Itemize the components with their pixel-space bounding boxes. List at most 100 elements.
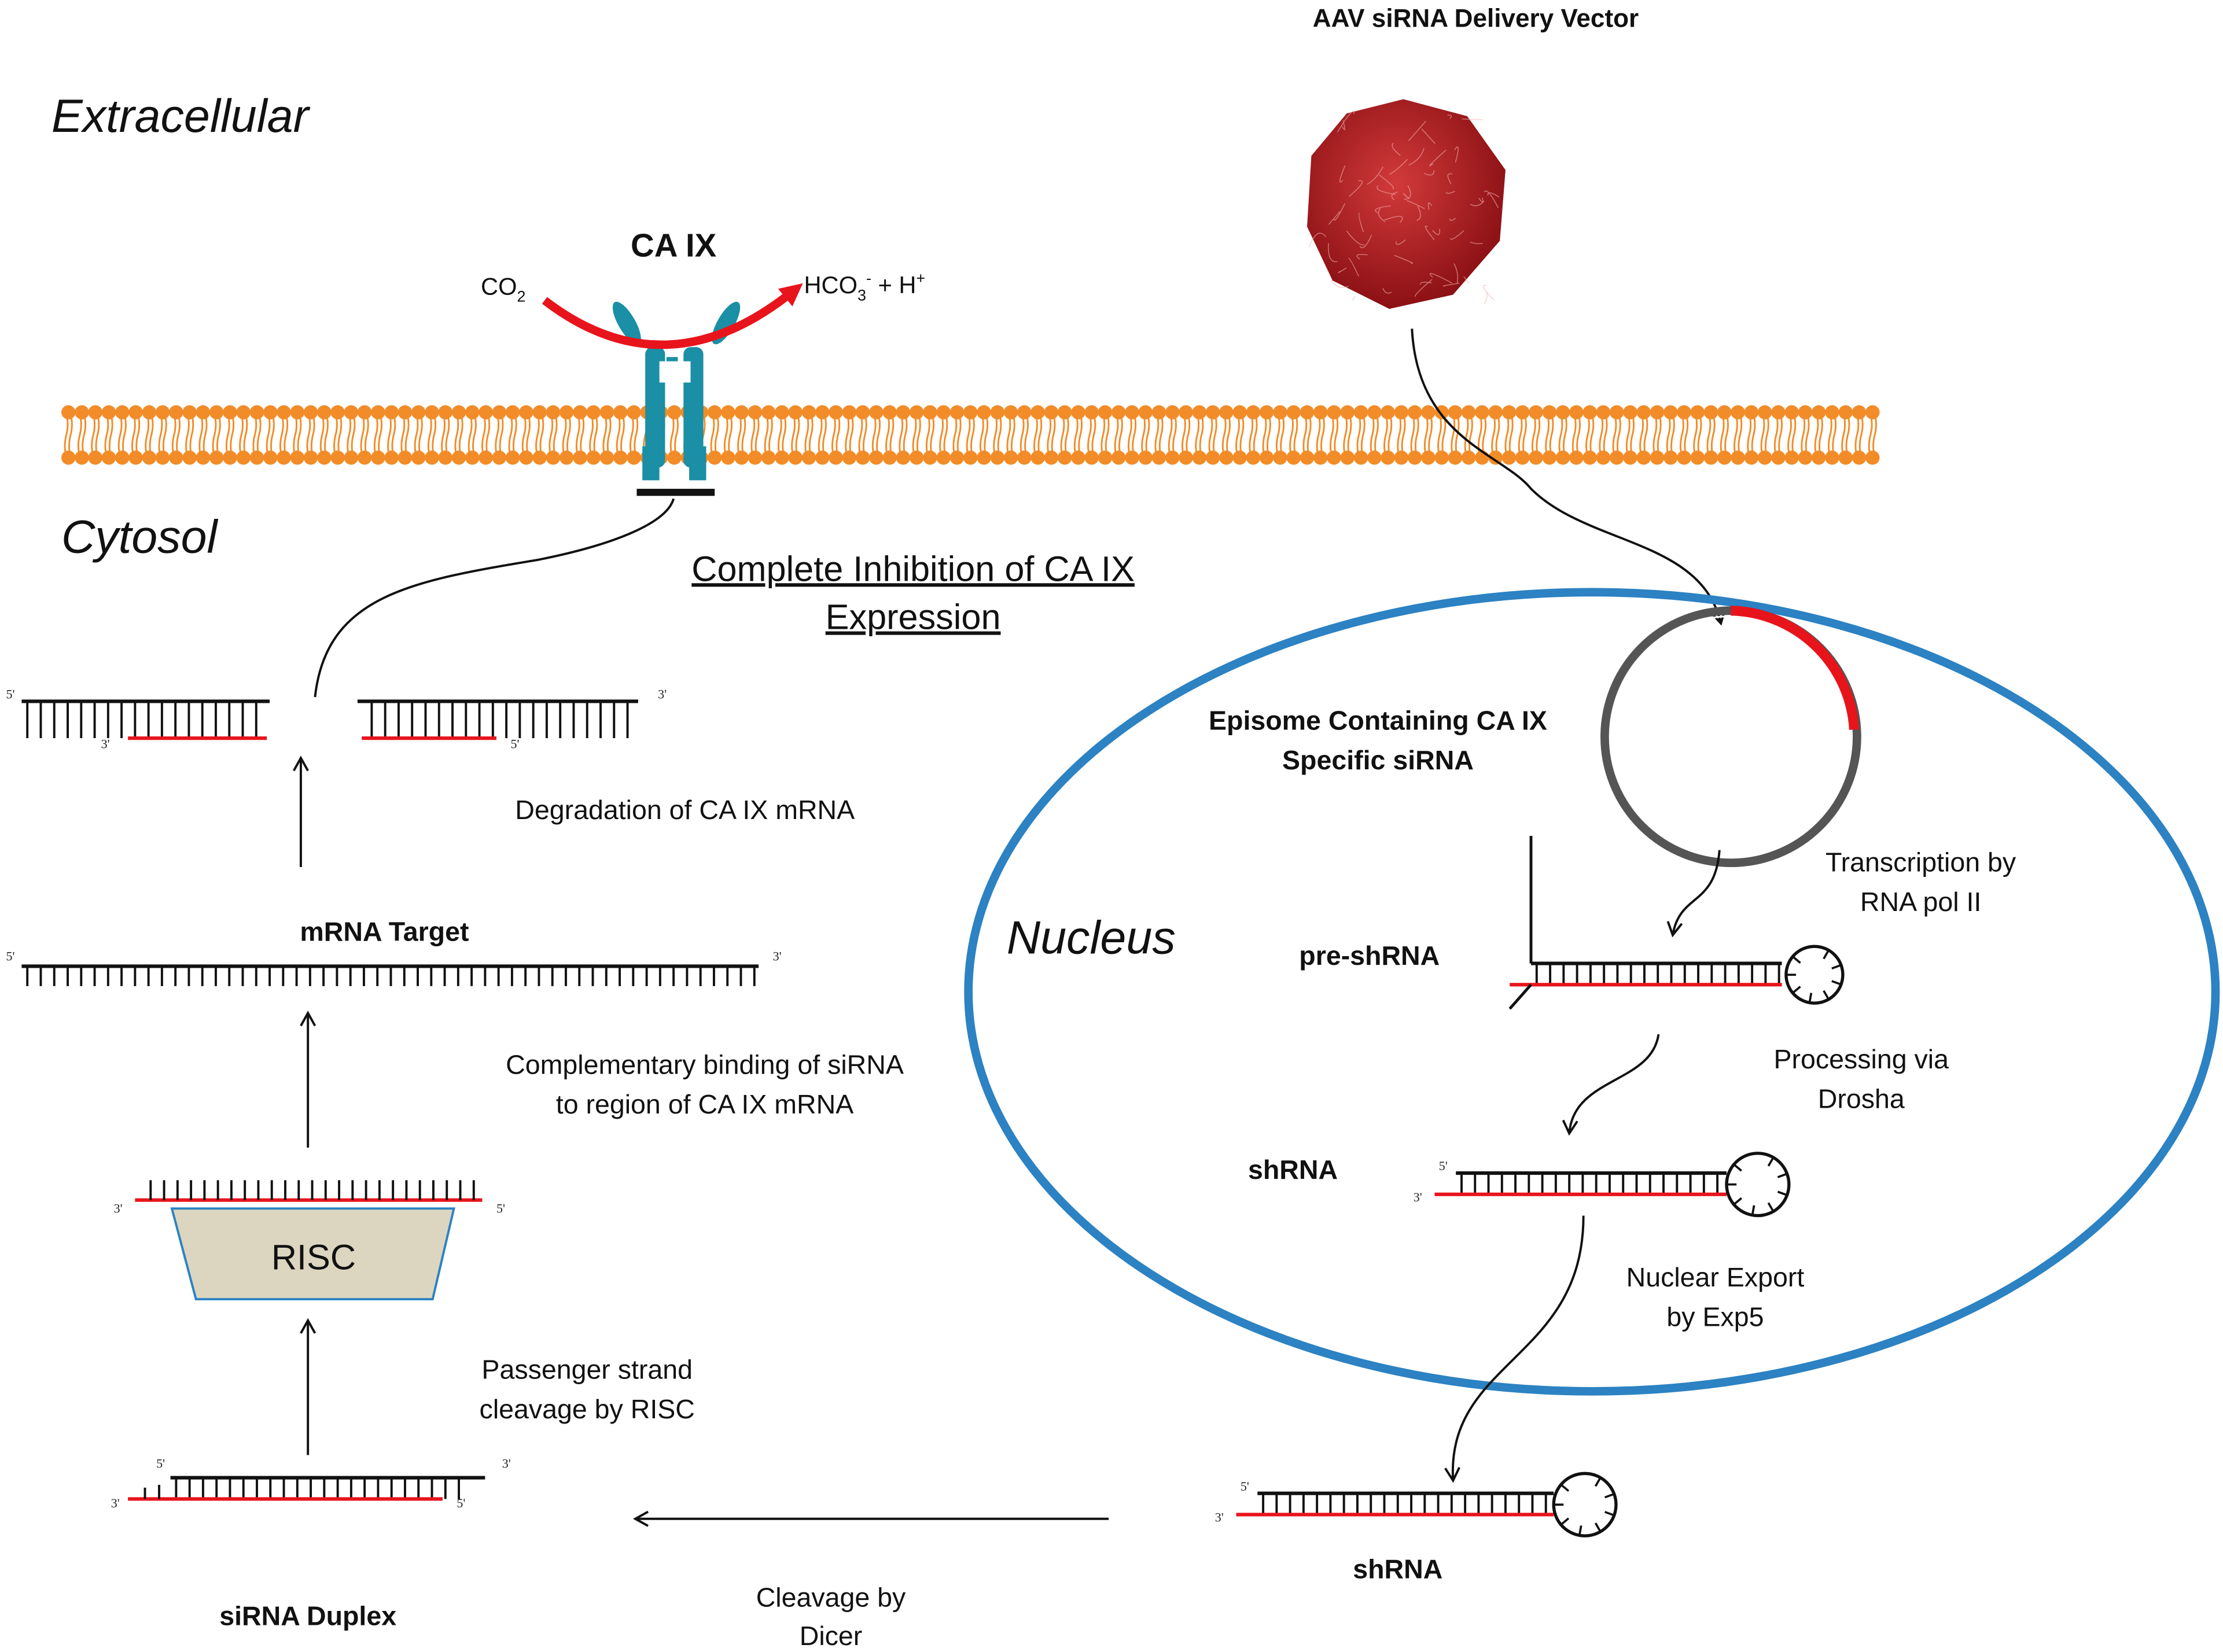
lipid-head [1771,451,1785,464]
lipid-head [290,405,304,419]
lipid-head [128,451,142,464]
lipid-head [1448,405,1462,419]
lipid-head [532,451,546,464]
lipid-head [330,405,344,419]
end-label: 5' [457,1496,465,1510]
lipid-head [1273,405,1287,419]
lipid-head [532,405,546,419]
lipid-head [802,405,816,419]
lipid-head [1771,405,1785,419]
lipid-head [1030,405,1044,419]
end-label: 5' [510,736,519,751]
pre-shrna-label: pre-shRNA [1299,941,1440,971]
lipid-head [1852,451,1866,464]
lipid-head [128,405,142,419]
end-label: 3' [114,1201,123,1216]
lipid-head [1543,405,1556,419]
aav-virus-icon [1307,99,1506,309]
lipid-head [506,405,520,419]
shrna-nuclear-label: shRNA [1248,1155,1338,1185]
lipid-head [358,451,371,464]
lipid-head [1017,451,1031,464]
lipid-head [1300,405,1314,419]
lipid-head [465,451,479,464]
processing-label-2: Drosha [1818,1083,1905,1113]
lipid-head [1784,405,1798,419]
inhibition-text-2: Expression [826,598,1001,637]
lipid-head [1529,405,1543,419]
lipid-head [263,451,277,464]
lipid-head [236,405,250,419]
lipid-head [317,451,331,464]
lipid-head [1139,451,1153,464]
lipid-head [1596,405,1610,419]
lipid-head [156,451,170,464]
lipid-head [209,451,223,464]
lipid-head [950,451,964,464]
lipid-head [1731,451,1744,464]
lipid-head [1098,405,1112,419]
lipid-head [667,405,681,419]
lipid-head [425,405,439,419]
lipid-head [573,451,587,464]
lipid-head [209,405,223,419]
lipid-head [182,451,196,464]
lipid-head [411,451,425,464]
lipid-head [667,451,681,464]
lipid-head [560,451,573,464]
lipid-head [963,405,977,419]
lipid-head [1084,405,1098,419]
lipid-head [1327,405,1341,419]
episome-plasmid-icon [1604,611,1857,863]
lipid-head [761,451,775,464]
lipid-head [721,405,735,419]
lipid-head [61,405,75,419]
lipid-head [761,405,775,419]
lipid-head [425,451,439,464]
lipid-head [1354,405,1368,419]
lipid-head [142,451,156,464]
lipid-head [789,405,803,419]
lipid-head [546,451,560,464]
lipid-head [1623,451,1637,464]
lipid-head [721,451,735,464]
end-label: 5' [6,949,14,964]
rna-tail [1510,984,1531,1009]
lipid-head [1408,405,1422,419]
lipid-head [991,451,1004,464]
transcription-label-1: Transcription by [1825,847,2016,877]
lipid-head [627,405,641,419]
lipid-head [708,451,722,464]
lipid-head [842,405,856,419]
lipid-head [1219,451,1233,464]
lipid-head [1556,405,1570,419]
lipid-head [1556,451,1570,464]
lipid-head [1434,451,1448,464]
lipid-head [1839,405,1853,419]
reaction-arrow [544,290,794,345]
lipid-head [789,451,803,464]
lipid-head [156,405,170,419]
end-label: 5' [496,1201,505,1216]
lipid-head [452,451,466,464]
lipid-head [1691,451,1705,464]
lipid-head [560,405,573,419]
lipid-head [1462,451,1475,464]
lipid-head [1246,451,1260,464]
lipid-head [1004,405,1018,419]
lipid-head [1058,451,1072,464]
end-label: 3' [502,1456,511,1471]
degradation-label: Degradation of CA IX mRNA [515,795,855,825]
lipid-head [708,405,722,419]
end-label: 3' [101,736,110,751]
lipid-head [89,451,102,464]
lipid-head [1717,405,1731,419]
lipid-head [1798,405,1812,419]
lipid-head [1381,451,1394,464]
shrna-nuclear-structure: 5'3' [1414,1153,1789,1216]
lipid-head [1515,451,1529,464]
lipid-head [1717,451,1731,464]
lipid-head [1044,451,1058,464]
end-label: 5' [1241,1479,1249,1494]
lipid-head [613,451,627,464]
